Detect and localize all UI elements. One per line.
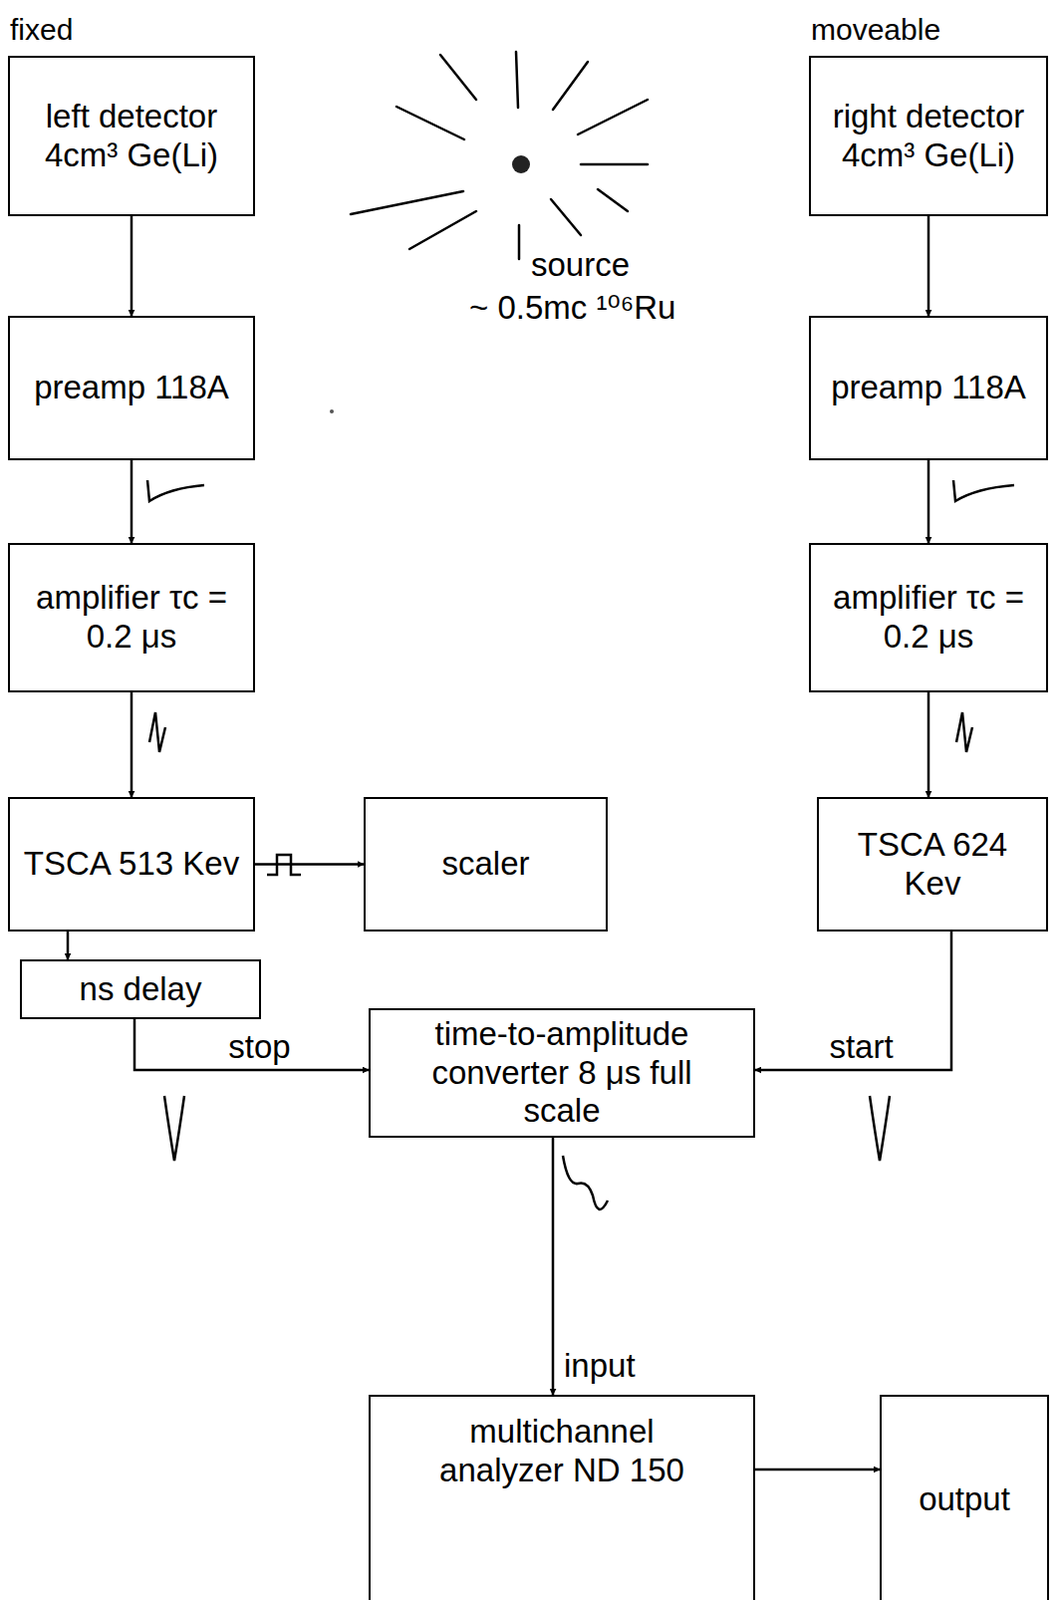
box-text: amplifier τc = 0.2 μs — [17, 578, 246, 657]
process-box: amplifier τc = 0.2 μs — [808, 542, 1049, 693]
signal-arrow — [927, 216, 931, 316]
process-box: ns delay — [19, 959, 262, 1020]
box-text: scaler — [441, 844, 530, 884]
box-text: multichannel analyzer ND 150 — [422, 1412, 702, 1491]
signal-arrow — [66, 931, 70, 960]
edge-label: stop — [225, 1028, 293, 1066]
process-box: time-to-amplitude converter 8 μs full sc… — [368, 1008, 756, 1138]
source-rays — [350, 51, 648, 260]
process-box: preamp 118A — [7, 315, 256, 461]
box-text: preamp 118A — [33, 368, 230, 408]
process-box: scaler — [363, 796, 608, 932]
signal-arrow — [755, 1468, 880, 1472]
box-heading: moveable — [810, 11, 941, 47]
box-text: left detector 4cm³ Ge(Li) — [17, 97, 246, 176]
signal-arrow — [927, 692, 931, 797]
source-label: ~ 0.5mc ¹⁰⁶Ru — [466, 287, 679, 327]
signal-arrow — [130, 692, 134, 797]
process-box: multichannel analyzer ND 150 — [368, 1394, 756, 1600]
signal-arrow — [255, 862, 364, 866]
signal-arrow — [927, 460, 931, 543]
box-text: time-to-amplitude converter 8 μs full sc… — [397, 1015, 727, 1132]
process-box: TSCA 624 Kev — [816, 796, 1049, 932]
signal-arrow — [134, 1019, 369, 1070]
box-text: TSCA 624 Kev — [826, 825, 1039, 904]
edge-label: start — [825, 1028, 896, 1066]
process-box: output — [879, 1394, 1050, 1600]
process-box: fixedleft detector 4cm³ Ge(Li) — [7, 55, 256, 217]
box-heading: fixed — [9, 11, 73, 47]
process-box: amplifier τc = 0.2 μs — [7, 542, 256, 693]
signal-arrow — [130, 460, 134, 543]
source-label: source — [528, 246, 633, 284]
signal-arrow — [130, 216, 134, 316]
process-box: moveableright detector 4cm³ Ge(Li) — [808, 55, 1049, 217]
edge-label: input — [560, 1346, 639, 1385]
box-text: preamp 118A — [830, 368, 1027, 408]
process-box: TSCA 513 Kev — [7, 796, 256, 932]
speck — [329, 409, 334, 414]
process-box: preamp 118A — [808, 315, 1049, 461]
box-text: output — [918, 1480, 1011, 1520]
box-text: ns delay — [79, 970, 203, 1010]
box-text: TSCA 513 Kev — [23, 844, 240, 884]
box-text: right detector 4cm³ Ge(Li) — [818, 97, 1039, 176]
signal-arrow — [755, 931, 952, 1070]
box-text: amplifier τc = 0.2 μs — [818, 578, 1039, 657]
signal-arrow — [551, 1137, 555, 1395]
